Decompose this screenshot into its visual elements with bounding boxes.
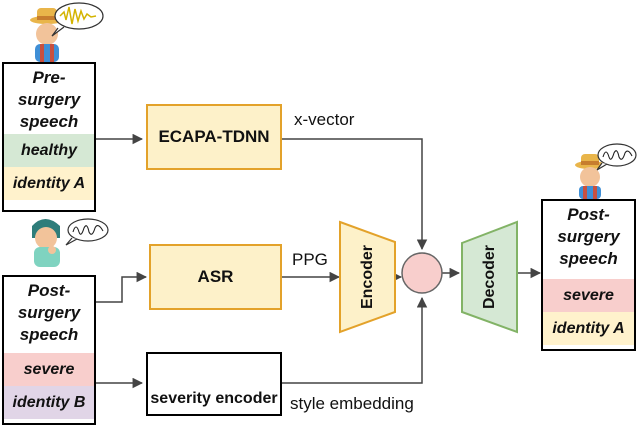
xvector-label: x-vector [294,110,355,129]
speech-bubble-healthy-icon [51,2,104,37]
patient-speaker-icon [32,219,60,267]
speech-bubble-patient-icon [65,218,109,246]
post-surgery-input-severity-row: severe [4,353,94,386]
style-embedding-label: style embedding [290,394,414,413]
arrow-style [282,296,428,384]
ppg-label: PPG [292,250,328,269]
asr-block: ASR [149,244,282,310]
severity-encoder-block: severity encoder [146,352,282,416]
post-surgery-output-identity-row: identity A [543,312,634,345]
asr-label: ASR [197,267,234,286]
arrow-xvector [282,138,428,251]
ecapa-tdnn-label: ECAPA-TDNN [158,127,270,146]
severity-encoder-label: severity encoder [150,390,278,407]
encoder-block [339,220,396,334]
encoder-label: Encoder [359,245,376,309]
pre-surgery-identity-row: identity A [4,167,94,200]
arrow-post-to-asr [96,271,148,303]
speech-bubble-output-icon [596,143,637,171]
pre-surgery-title: Pre-surgery speech [17,68,81,131]
decoder-block [461,220,518,334]
ecapa-tdnn-block: ECAPA-TDNN [146,104,282,170]
post-surgery-output-severity-row: severe [543,279,634,312]
post-surgery-output-title: Post-surgery speech [557,205,620,268]
output-speaker-icon [575,154,605,199]
decoder-label: Decoder [481,245,498,309]
combiner-node [401,252,443,294]
pre-surgery-severity-row: healthy [4,134,94,167]
post-surgery-output-card: Post-surgery speech severe identity A [541,199,636,351]
post-surgery-input-card: Post-surgery speech severe identity B [2,275,96,425]
post-surgery-input-title: Post-surgery speech [17,281,81,344]
pre-surgery-card: Pre-surgery speech healthy identity A [2,62,96,212]
post-surgery-input-identity-row: identity B [4,386,94,419]
